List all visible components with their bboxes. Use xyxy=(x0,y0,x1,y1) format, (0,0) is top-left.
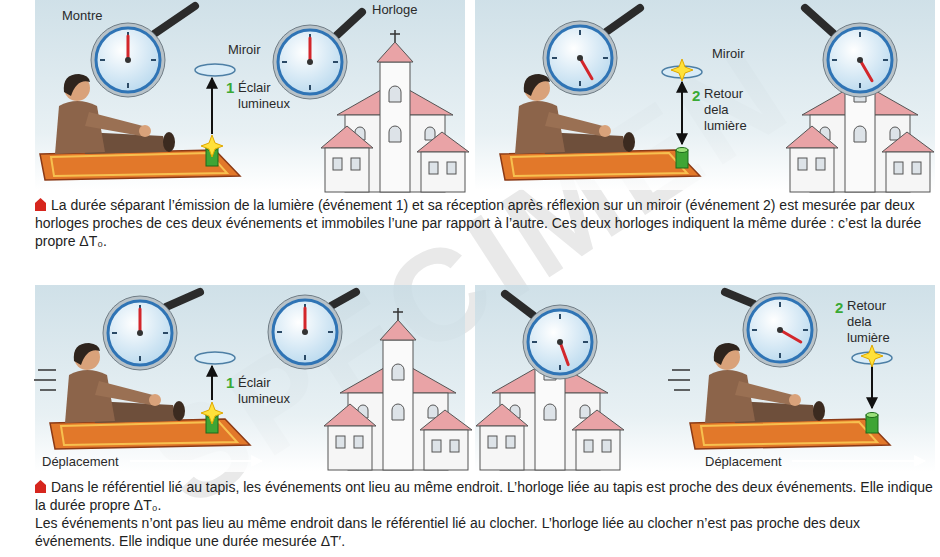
clock-hand xyxy=(580,58,592,79)
clock-magnifier xyxy=(523,305,597,379)
panel-ground xyxy=(475,285,935,472)
part-label: Miroir xyxy=(712,46,745,62)
clock-hub xyxy=(557,339,563,345)
caption-text: Dans le référentiel lié au tapis, les év… xyxy=(35,479,933,513)
light-flash xyxy=(201,402,223,424)
lamp xyxy=(676,148,688,169)
speed-lines xyxy=(668,370,690,390)
clock-hub xyxy=(577,55,583,61)
magnifier-handle xyxy=(154,6,195,34)
magnifier-handle xyxy=(166,292,200,307)
part-label: Miroir xyxy=(228,42,261,58)
magnifier-handle xyxy=(606,8,640,32)
event-label: Retour dela lumière xyxy=(704,86,759,134)
magnifier-handle xyxy=(331,292,356,306)
watch-magnifier xyxy=(91,23,165,97)
light-ray xyxy=(211,366,213,400)
clock-hand xyxy=(139,309,142,333)
callout-number: 2 xyxy=(835,300,843,316)
magnifier-handle xyxy=(805,8,834,34)
magnifier-handle xyxy=(336,12,362,36)
clock-hub xyxy=(777,327,783,333)
caption-marker xyxy=(35,480,46,493)
caption-block: La durée séparant l’émission de la lumiè… xyxy=(35,196,935,250)
light-flash xyxy=(201,135,223,157)
motion-label: Déplacement xyxy=(705,454,782,470)
part-label: Horloge xyxy=(372,2,418,18)
caption-block: Dans le référentiel lié au tapis, les év… xyxy=(35,478,935,550)
motion-arrow xyxy=(792,460,925,462)
magnifier-handle xyxy=(505,294,534,316)
magnifier-handle xyxy=(725,292,754,304)
clock-hub xyxy=(302,329,308,335)
clock-hand xyxy=(560,342,568,365)
watch-magnifier xyxy=(103,296,177,370)
clock-hub xyxy=(125,57,131,63)
mirror xyxy=(195,64,235,76)
clock-magnifier xyxy=(268,295,342,369)
clock-hand xyxy=(127,36,130,60)
lamp xyxy=(866,413,878,434)
watch-magnifier xyxy=(543,21,617,95)
part-label: Montre xyxy=(62,8,102,24)
clock-hub xyxy=(137,330,143,336)
clock-hand xyxy=(309,38,312,62)
light-ray xyxy=(211,78,213,134)
clock-hub xyxy=(307,59,313,65)
event-label: Éclair lumineux xyxy=(238,80,300,112)
caption-text: Les événements n’ont pas lieu au même en… xyxy=(35,514,935,550)
clock-hand xyxy=(780,330,801,342)
light-flash xyxy=(671,59,693,81)
event-label: Éclair lumineux xyxy=(238,375,300,407)
callout-number: 1 xyxy=(226,375,234,391)
clock-magnifier xyxy=(273,25,347,99)
watch-magnifier xyxy=(743,293,817,367)
speed-lines xyxy=(34,370,56,390)
caption-marker-shape xyxy=(35,198,46,211)
church xyxy=(324,308,472,470)
light-ray xyxy=(871,366,873,408)
mirror xyxy=(195,352,235,364)
callout-number: 1 xyxy=(226,80,234,96)
caption-marker-shape xyxy=(35,480,46,493)
caption-text: La durée séparant l’émission de la lumiè… xyxy=(35,197,921,249)
caption-marker xyxy=(35,198,46,211)
clock-hub xyxy=(857,57,863,63)
motion-arrow xyxy=(130,460,262,462)
event-label: Retour dela lumière xyxy=(847,298,907,346)
motion-label: Déplacement xyxy=(42,454,119,470)
clock-hand xyxy=(860,60,872,81)
clock-hand xyxy=(304,308,307,332)
light-ray xyxy=(681,82,683,144)
light-flash xyxy=(861,345,883,367)
rider-on-carpet xyxy=(500,74,700,180)
clock-magnifier xyxy=(823,23,897,97)
callout-number: 2 xyxy=(692,88,700,104)
